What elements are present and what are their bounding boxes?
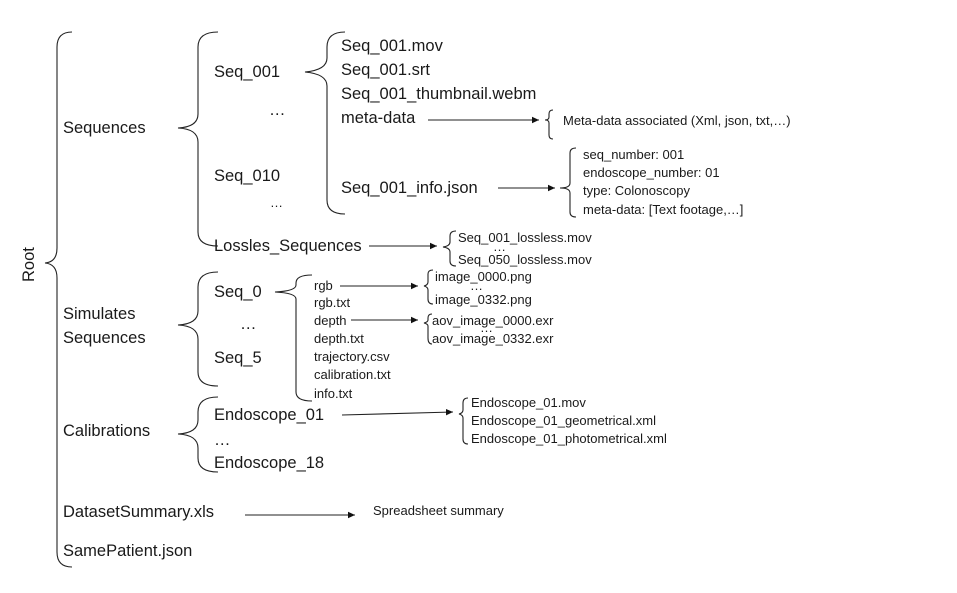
dataset-summary-file: DatasetSummary.xls (63, 503, 214, 521)
brace-root (44, 31, 73, 568)
endoscope-18-label: Endoscope_18 (214, 454, 325, 472)
ellipsis: … (269, 101, 286, 119)
ellipsis: … (493, 239, 506, 254)
calibrations-label: Calibrations (63, 422, 151, 440)
brace-simulated (177, 271, 219, 387)
seq-010-label: Seq_010 (214, 167, 281, 185)
info-field: meta-data: [Text footage,…] (583, 202, 744, 217)
file-rgb-first: image_0000.png (435, 269, 532, 284)
file-info-txt: info.txt (314, 386, 353, 401)
info-field: seq_number: 001 (583, 147, 685, 162)
arrow-endoscope-01 (341, 408, 454, 416)
file-seq-001-srt: Seq_001.srt (341, 61, 430, 79)
info-field: type: Colonoscopy (583, 183, 690, 198)
brace-rgb-images (423, 269, 434, 305)
brace-sequences (177, 31, 219, 247)
brace-lossless (442, 230, 457, 267)
file-endoscope-01-photometrical: Endoscope_01_photometrical.xml (471, 431, 667, 446)
brace-endoscope-01 (458, 397, 469, 445)
file-seq-001-mov: Seq_001.mov (341, 37, 443, 55)
file-seq-001-info-json: Seq_001_info.json (341, 179, 478, 197)
file-lossless-first: Seq_001_lossless.mov (458, 230, 592, 245)
file-seq-001-thumbnail: Seq_001_thumbnail.webm (341, 85, 537, 103)
file-endoscope-01-mov: Endoscope_01.mov (471, 395, 586, 410)
brace-depth-images (423, 313, 433, 345)
meta-data-description: Meta-data associated (Xml, json, txt,…) (563, 113, 791, 128)
seq-0-label: Seq_0 (214, 283, 262, 301)
sequences-label: Sequences (63, 119, 146, 137)
summary-description: Spreadsheet summary (373, 503, 504, 518)
seq-5-label: Seq_5 (214, 349, 262, 367)
file-trajectory-csv: trajectory.csv (314, 349, 390, 364)
file-depth-txt: depth.txt (314, 331, 364, 346)
ellipsis: … (480, 320, 493, 335)
ellipsis: … (240, 315, 257, 333)
info-field: endoscope_number: 01 (583, 165, 720, 180)
brace-seq-001 (304, 31, 346, 215)
lossless-sequences-label: Lossles_Sequences (214, 237, 362, 255)
same-patient-file: SamePatient.json (63, 542, 193, 560)
file-rgb-txt: rgb.txt (314, 295, 351, 310)
simulated-label-line1: Simulates (63, 305, 136, 323)
brace-meta-data (544, 109, 554, 140)
simulated-label-line2: Sequences (63, 329, 146, 347)
file-depth-first: aov_image_0000.exr (432, 313, 554, 328)
brace-seq-0 (274, 274, 313, 402)
ellipsis: … (470, 278, 483, 293)
file-calibration-txt: calibration.txt (314, 367, 391, 382)
file-rgb: rgb (314, 278, 333, 293)
file-lossless-last: Seq_050_lossless.mov (458, 252, 592, 267)
root-label: Root (20, 247, 38, 282)
ellipsis: … (214, 431, 231, 449)
brace-calibrations (177, 396, 219, 473)
file-depth-last: aov_image_0332.exr (432, 331, 554, 346)
endoscope-01-label: Endoscope_01 (214, 406, 325, 424)
file-depth: depth (314, 313, 347, 328)
brace-info-json (559, 147, 577, 218)
file-endoscope-01-geometrical: Endoscope_01_geometrical.xml (471, 413, 656, 428)
meta-data-folder: meta-data (341, 109, 416, 127)
file-rgb-last: image_0332.png (435, 292, 532, 307)
seq-001-label: Seq_001 (214, 63, 281, 81)
ellipsis: … (270, 195, 283, 210)
